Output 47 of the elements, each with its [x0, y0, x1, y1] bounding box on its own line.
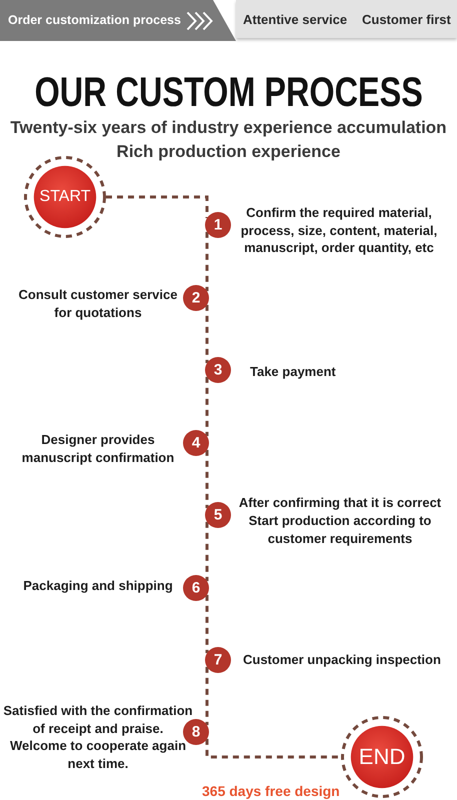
- connector-line: [206, 304, 208, 364]
- connector-line: [106, 196, 208, 218]
- connector-line: [206, 376, 208, 436]
- step-description: Start production according to customer requirements: [248, 512, 432, 547]
- banner-tagline: Attentive service: [243, 13, 348, 26]
- step-circle: [183, 285, 209, 311]
- step-description: Welcome to cooperate again next time.: [9, 737, 187, 772]
- step-number: 2: [192, 290, 200, 306]
- step-description: Consult customer service for quotations: [18, 286, 178, 321]
- step-description: Take payment: [250, 363, 337, 380]
- connector-line: [206, 232, 208, 292]
- terminal-circle: [341, 716, 423, 798]
- step-description: Customer unpacking inspection: [243, 651, 442, 668]
- step-circle: [205, 212, 231, 238]
- step-description: Designer provides manuscript confirmation: [21, 431, 175, 466]
- step-number: 7: [214, 652, 222, 668]
- step-description: After confirming that it is correct: [238, 494, 442, 512]
- banner-tagline: Customer first: [362, 13, 451, 26]
- step-number: 1: [214, 218, 222, 232]
- connector-line: [206, 522, 208, 582]
- step-number: 8: [192, 724, 200, 740]
- step-description: Satisfied with the confirmation of receipt and praise.: [2, 702, 193, 736]
- subtitle: Twenty-six years of industry experience accumulation: [10, 118, 448, 138]
- step-circle: [205, 647, 231, 673]
- connector-line: [206, 594, 208, 654]
- step-circle: [183, 430, 209, 456]
- step-circle: [205, 502, 231, 528]
- connector-line: [206, 450, 208, 508]
- banner-tab: [0, 0, 236, 41]
- step-circle: [183, 575, 209, 601]
- subtitle: Rich production experience: [116, 142, 341, 162]
- step-number: 3: [214, 362, 222, 378]
- step-number: 6: [192, 580, 200, 596]
- terminal-circle: [24, 156, 106, 238]
- circle-label: START: [40, 189, 90, 205]
- step-description: Confirm the required material, process, size, content, material, manuscript, order quantity, etc: [240, 204, 438, 256]
- banner-title: Order customization process: [8, 14, 181, 26]
- page-title: OUR CUSTOM PROCESS: [34, 71, 423, 113]
- banner-strip: [236, 0, 457, 38]
- circle-label: END: [358, 746, 406, 768]
- tagline: 365 days free design: [202, 783, 341, 800]
- step-circle: [205, 357, 231, 383]
- step-description: Packaging and shipping: [22, 577, 174, 594]
- connector-line: [206, 666, 208, 726]
- step-number: 4: [192, 436, 200, 450]
- connector-line: [206, 738, 341, 758]
- step-number: 5: [214, 508, 222, 522]
